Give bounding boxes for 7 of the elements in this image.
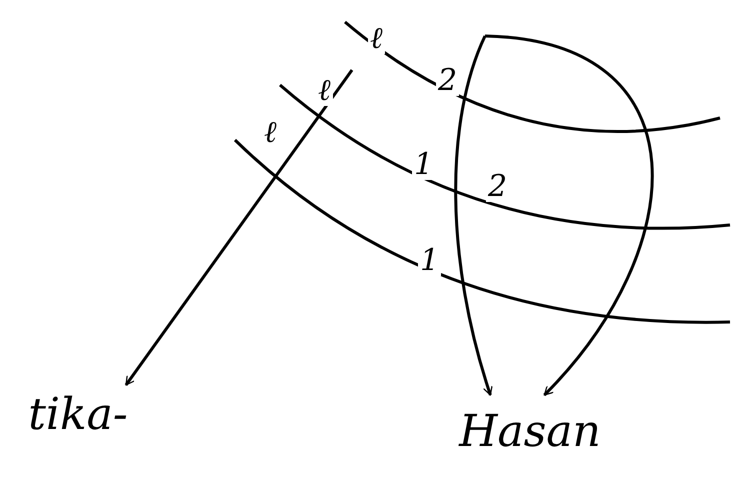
word-text: Hasan — [459, 406, 601, 456]
number-label: 1 — [418, 246, 442, 276]
arrow — [454, 35, 493, 396]
number-label: 2 — [436, 66, 460, 96]
word-text: tika- — [28, 388, 128, 440]
arrow — [484, 34, 654, 396]
arrow — [124, 69, 354, 386]
